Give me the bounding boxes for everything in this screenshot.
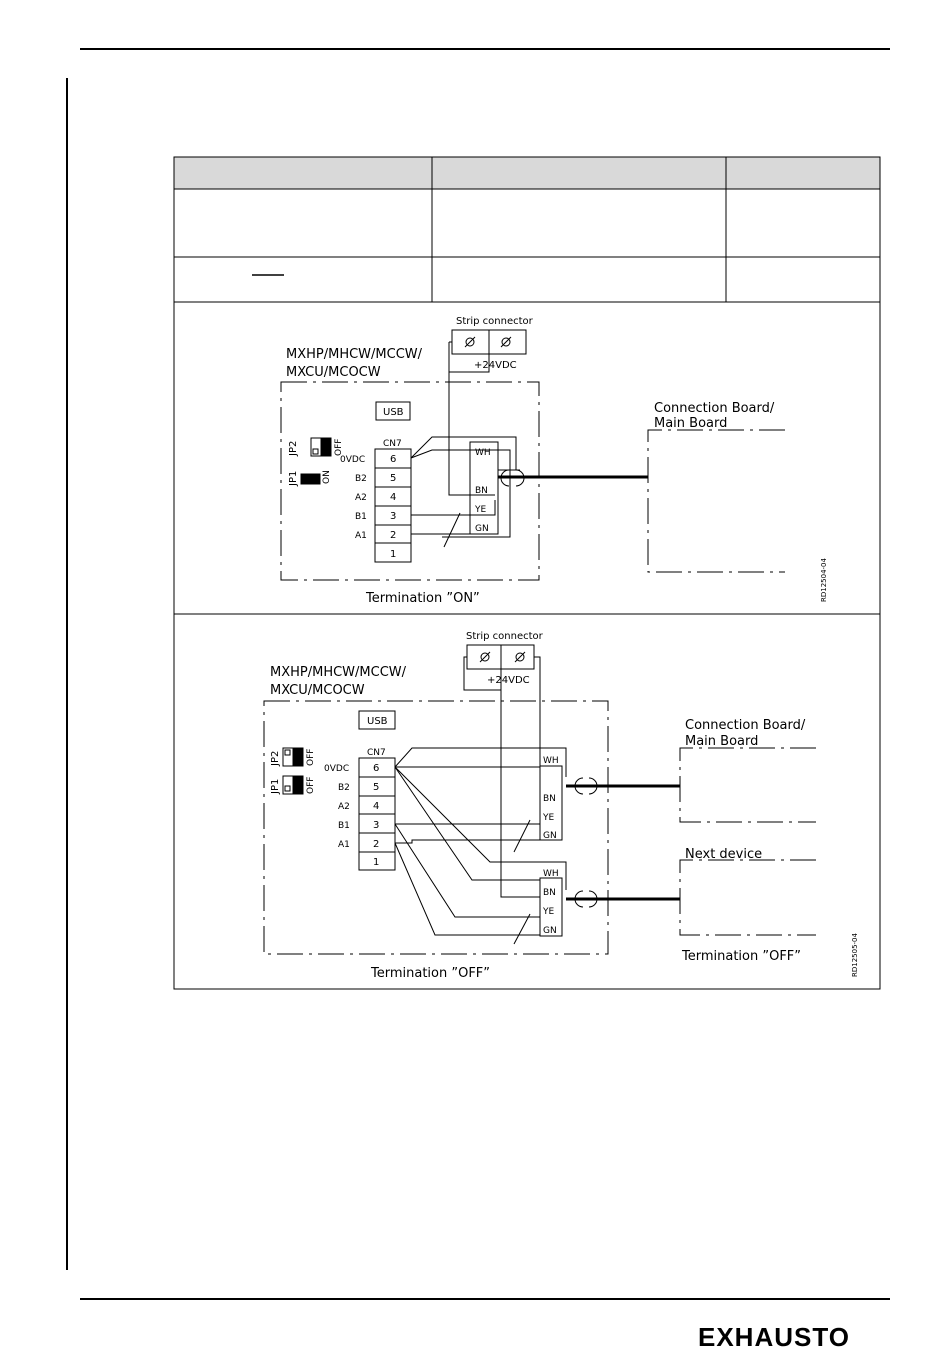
exhausto-logo: EXHAUSTO <box>698 1322 850 1352</box>
pin-3: 3 <box>390 511 396 522</box>
pin-3: 3 <box>373 820 379 831</box>
wire-gn-b: GN <box>543 926 557 936</box>
strip-connector-label: Strip connector <box>456 316 534 327</box>
unit-box <box>280 381 540 581</box>
jp2-state: OFF <box>306 749 316 766</box>
strip-connector-label: Strip connector <box>466 631 544 642</box>
usb-port <box>375 401 411 421</box>
wire-ye-a: YE <box>542 813 554 823</box>
pin-label-2: A1 <box>338 840 350 850</box>
table-frame <box>173 156 881 990</box>
pin-6: 6 <box>373 763 379 774</box>
pin-2: 2 <box>390 530 396 541</box>
pin-label-6: 0VDC <box>324 764 349 774</box>
wire-bn: BN <box>475 486 488 496</box>
pin-label-4: A2 <box>338 802 350 812</box>
pin-label-3: B1 <box>355 512 367 522</box>
jp2-label: JP2 <box>288 441 299 457</box>
pin-4: 4 <box>373 801 379 812</box>
unit-label-line1: MXHP/MHCW/MCCW/ <box>270 665 407 680</box>
pin-label-5: B2 <box>338 783 350 793</box>
jp1-label: JP1 <box>288 471 299 487</box>
footer-rule <box>80 1298 890 1300</box>
diagram-termination-on <box>280 329 785 581</box>
cn7-label: CN7 <box>367 748 386 758</box>
pin-2: 2 <box>373 839 379 850</box>
board-label-line1: Connection Board/ <box>685 718 806 733</box>
wiring-table: Strip connector +24VDC MXHP/MHCW/MCCW/ M… <box>173 156 881 990</box>
jp1-state: OFF <box>306 777 316 794</box>
header-rule <box>80 48 890 50</box>
usb-label: USB <box>367 716 388 727</box>
pin-5: 5 <box>373 782 379 793</box>
connection-board-box <box>679 747 816 823</box>
unit-label-line1: MXHP/MHCW/MCCW/ <box>286 347 423 362</box>
unit-label-line2: MXCU/MCOCW <box>270 683 365 698</box>
wire-ye: YE <box>474 505 486 515</box>
pin-label-4: A2 <box>355 493 367 503</box>
pin-label-6: 0VDC <box>340 455 365 465</box>
termination-label: Termination ”ON” <box>365 591 480 606</box>
diagram-termination-off <box>263 644 816 955</box>
usb-label: USB <box>383 407 404 418</box>
jp1-state: ON <box>322 470 332 484</box>
board-label-line1: Connection Board/ <box>654 401 775 416</box>
jp2-state: OFF <box>334 439 344 456</box>
board-label-line2: Main Board <box>685 734 758 749</box>
unit-box <box>263 700 609 955</box>
termination-remote-label: Termination ”OFF” <box>681 949 801 964</box>
wire-wh-a: WH <box>543 756 559 766</box>
jp1-label: JP1 <box>270 779 281 795</box>
wire-wh-b: WH <box>543 869 559 879</box>
wire-ye-b: YE <box>542 907 554 917</box>
diagram-on-labels: Strip connector +24VDC MXHP/MHCW/MCCW/ M… <box>286 316 828 606</box>
wire-bn-b: BN <box>543 888 556 898</box>
pin-label-5: B2 <box>355 474 367 484</box>
pin-4: 4 <box>390 492 396 503</box>
margin-rule <box>66 78 68 1270</box>
wire-bn-a: BN <box>543 794 556 804</box>
supply-label: +24VDC <box>487 675 530 686</box>
cn7-label: CN7 <box>383 439 402 449</box>
connection-board-box <box>647 429 785 573</box>
wire-gn: GN <box>475 524 489 534</box>
table-header-row <box>173 156 881 190</box>
pin-5: 5 <box>390 473 396 484</box>
pin-1: 1 <box>390 549 396 560</box>
jp1-jumper <box>300 473 321 485</box>
next-device-label: Next device <box>685 847 762 862</box>
next-device-box <box>679 859 816 936</box>
jp2-label: JP2 <box>270 751 281 767</box>
pin-6: 6 <box>390 454 396 465</box>
termination-local-label: Termination ”OFF” <box>370 966 490 981</box>
pin-label-3: B1 <box>338 821 350 831</box>
drawing-ref: RD12504-04 <box>820 557 828 602</box>
drawing-ref: RD12505-04 <box>851 932 859 977</box>
diagram-off-labels: Strip connector +24VDC MXHP/MHCW/MCCW/ M… <box>270 631 859 981</box>
wire-wh: WH <box>475 448 491 458</box>
unit-label-line2: MXCU/MCOCW <box>286 365 381 380</box>
pin-label-2: A1 <box>355 531 367 541</box>
pin-1: 1 <box>373 857 379 868</box>
wire-gn-a: GN <box>543 831 557 841</box>
usb-port <box>358 710 396 730</box>
supply-label: +24VDC <box>474 360 517 371</box>
board-label-line2: Main Board <box>654 416 727 431</box>
